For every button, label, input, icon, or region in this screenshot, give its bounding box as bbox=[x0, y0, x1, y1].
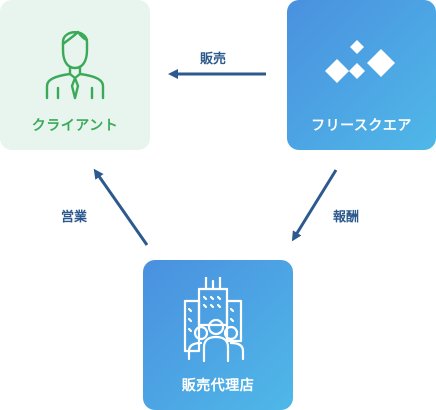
client-label: クライアント bbox=[31, 118, 119, 134]
client-node: クライアント bbox=[0, 0, 150, 150]
edge-label-sales-activity: 営業 bbox=[61, 210, 88, 225]
arrow-freesquare-to-agency bbox=[291, 169, 338, 242]
freesquare-node: フリースクエア bbox=[287, 0, 436, 150]
edge-label-reward: 報酬 bbox=[333, 210, 360, 225]
arrow-agency-to-client bbox=[93, 168, 149, 246]
person-icon bbox=[45, 30, 105, 100]
agency-label: 販売代理店 bbox=[181, 378, 255, 394]
diamond-logo-icon bbox=[325, 40, 395, 83]
building-people-icon bbox=[183, 277, 245, 363]
freesquare-label: フリースクエア bbox=[311, 118, 412, 134]
edge-label-sales: 販売 bbox=[200, 52, 227, 67]
agency-node: 販売代理店 bbox=[143, 260, 293, 410]
